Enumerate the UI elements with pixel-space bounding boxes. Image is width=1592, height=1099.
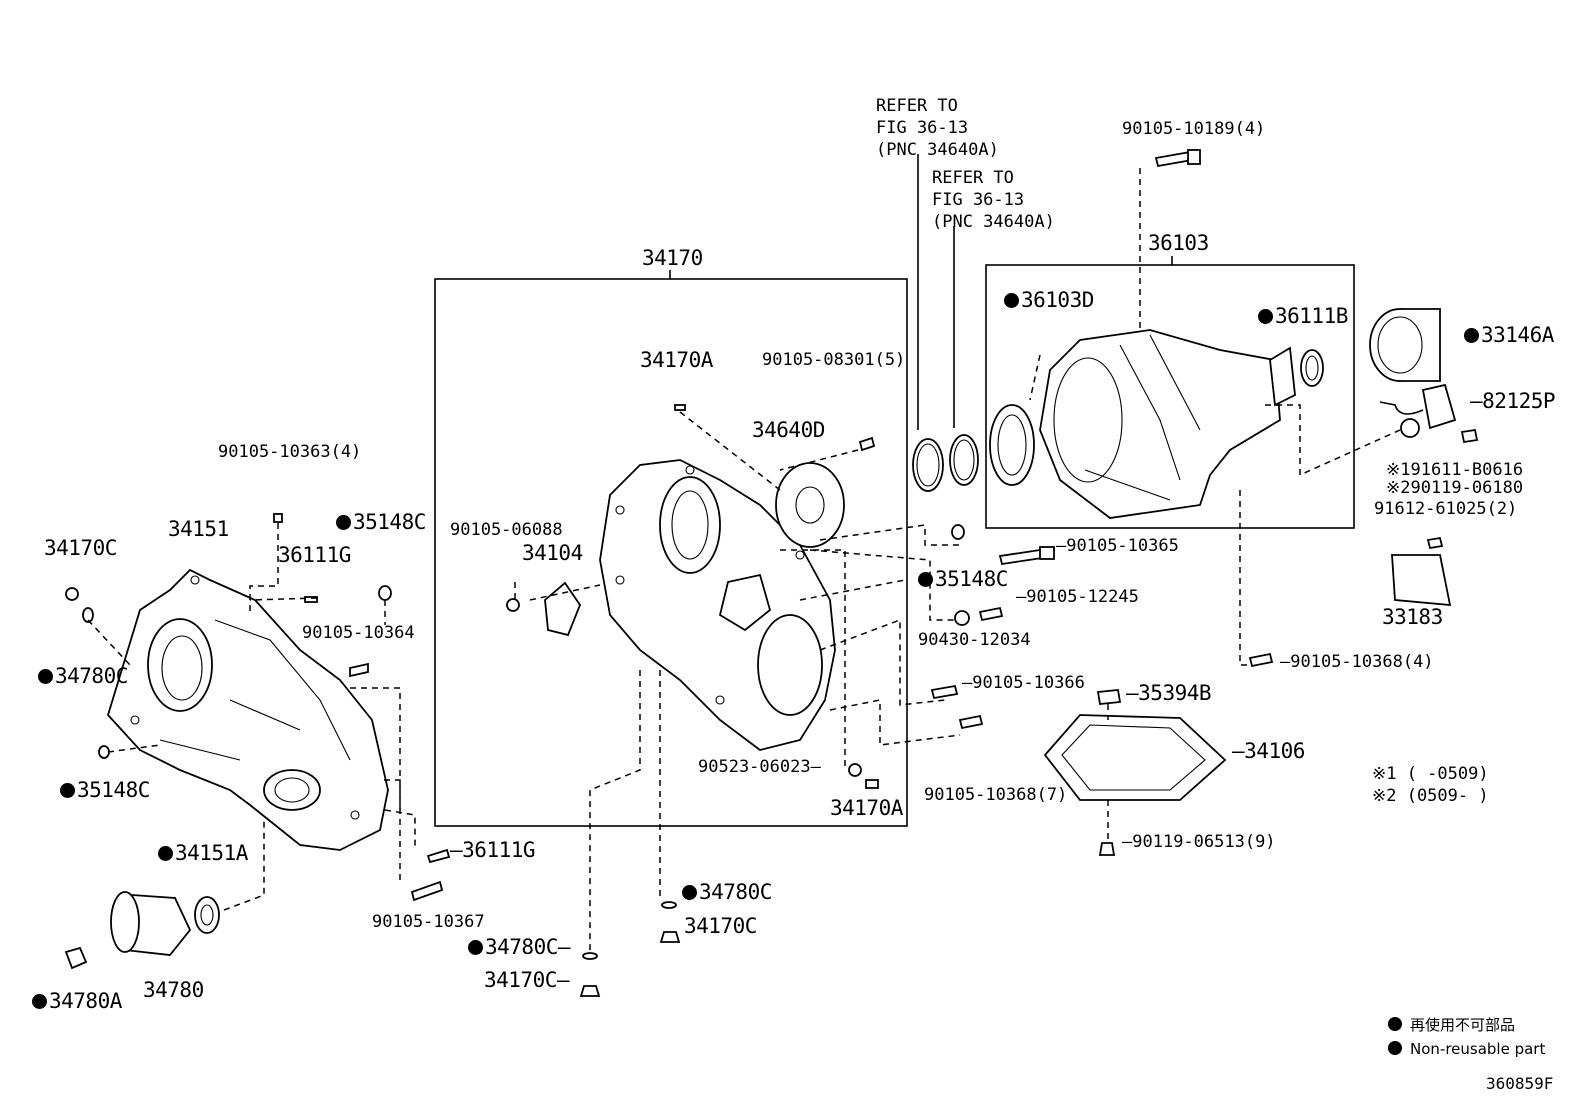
- non-reusable-icon: [918, 572, 933, 587]
- part-label-90105-10189[interactable]: 90105-10189(4): [1122, 119, 1266, 139]
- part-label-90105-10364[interactable]: 90105-10364: [302, 623, 415, 643]
- refer-note-2-line1: REFER TO: [932, 168, 1014, 188]
- part-label-36111G-top[interactable]: 36111G: [278, 543, 351, 567]
- part-label-34780[interactable]: 34780: [143, 978, 204, 1002]
- non-reusable-icon: [1464, 328, 1479, 343]
- part-label-34151[interactable]: 34151: [168, 517, 229, 541]
- part-label-35148C-mid[interactable]: 35148C: [918, 569, 1008, 590]
- non-reusable-icon: [682, 885, 697, 900]
- part-label-36111G-bot[interactable]: —36111G: [450, 838, 536, 862]
- part-label-34151A[interactable]: 34151A: [158, 843, 248, 864]
- non-reusable-icon: [60, 783, 75, 798]
- part-label-90105-10366[interactable]: —90105-10366: [962, 673, 1085, 693]
- non-reusable-icon: [32, 994, 47, 1009]
- center-group-box: [434, 278, 908, 827]
- part-label-33146A[interactable]: 33146A: [1464, 325, 1554, 346]
- part-label-90105-10365[interactable]: —90105-10365: [1056, 536, 1179, 556]
- note-2: ※2 (0509- ): [1372, 786, 1489, 806]
- part-label-90105-12245[interactable]: —90105-12245: [1016, 587, 1139, 607]
- part-label-35394B[interactable]: —35394B: [1126, 681, 1212, 705]
- part-label-36111B[interactable]: 36111B: [1258, 306, 1348, 327]
- non-reusable-icon: [38, 669, 53, 684]
- part-label-91612-61025[interactable]: 91612-61025(2): [1374, 499, 1518, 519]
- non-reusable-icon: [468, 940, 483, 955]
- part-label-33183[interactable]: 33183: [1382, 605, 1443, 629]
- right-group-box: [985, 264, 1355, 529]
- non-reusable-icon: [1258, 309, 1273, 324]
- note-1: ※1 ( -0509): [1372, 764, 1489, 784]
- extension-housing: [989, 329, 1324, 519]
- part-label-34780C-left[interactable]: 34780C: [38, 666, 128, 687]
- part-label-34170C-low[interactable]: 34170C—: [484, 968, 570, 992]
- part-label-90523-06023[interactable]: 90523-06023—: [698, 757, 821, 777]
- part-label-35148C-top[interactable]: 35148C: [336, 512, 426, 533]
- non-reusable-icon: [1388, 1041, 1402, 1055]
- transfer-case-rear-cover: [599, 459, 836, 751]
- non-reusable-icon: [1388, 1017, 1402, 1031]
- refer-note-1-line3: (PNC 34640A): [876, 140, 999, 160]
- refer-note-2-line3: (PNC 34640A): [932, 212, 1055, 232]
- part-label-90430-12034[interactable]: 90430-12034: [918, 630, 1031, 650]
- part-label-34170A-bot[interactable]: 34170A: [830, 796, 903, 820]
- part-label-34170C-left[interactable]: 34170C: [44, 536, 117, 560]
- refer-note-1-line2: FIG 36-13: [876, 118, 969, 138]
- part-label-34780C-mid[interactable]: 34780C: [682, 882, 772, 903]
- part-label-90119-06180[interactable]: ※290119-06180: [1386, 478, 1524, 498]
- part-label-90105-06088[interactable]: 90105-06088: [450, 520, 563, 540]
- part-label-90105-10363[interactable]: 90105-10363(4): [218, 442, 362, 462]
- box-label-36103[interactable]: 36103: [1148, 231, 1209, 255]
- part-label-34170A-top[interactable]: 34170A: [640, 348, 713, 372]
- part-label-82125P[interactable]: —82125P: [1470, 389, 1556, 413]
- part-label-35148C-left[interactable]: 35148C: [60, 780, 150, 801]
- part-label-90119-06513[interactable]: —90119-06513(9): [1122, 832, 1276, 852]
- transfer-case-front-housing: [106, 568, 389, 851]
- refer-note-1-line1: REFER TO: [876, 96, 958, 116]
- part-label-90105-10368-7[interactable]: 90105-10368(7): [924, 785, 1068, 805]
- non-reusable-icon: [336, 515, 351, 530]
- non-reusable-icon: [158, 846, 173, 861]
- box-label-34170[interactable]: 34170: [642, 246, 703, 270]
- part-label-90105-10368-4[interactable]: —90105-10368(4): [1280, 652, 1434, 672]
- part-label-34780C-low[interactable]: 34780C—: [468, 937, 571, 958]
- figure-id: 360859F: [1486, 1074, 1554, 1093]
- part-label-34104[interactable]: 34104: [522, 541, 583, 565]
- part-label-34780A[interactable]: 34780A: [32, 991, 122, 1012]
- part-label-34106[interactable]: —34106: [1232, 739, 1305, 763]
- part-label-34170C-mid[interactable]: 34170C: [684, 914, 757, 938]
- legend-row-jp: 再使用不可部品: [1388, 1014, 1515, 1035]
- non-reusable-icon: [1004, 293, 1019, 308]
- legend-row-en: Non-reusable part: [1388, 1040, 1545, 1058]
- part-label-91611-b0616[interactable]: ※191611-B0616: [1386, 460, 1524, 480]
- part-label-90105-10367[interactable]: 90105-10367: [372, 912, 485, 932]
- part-label-36103D[interactable]: 36103D: [1004, 290, 1094, 311]
- part-label-90105-08301[interactable]: 90105-08301(5): [762, 350, 906, 370]
- refer-note-2-line2: FIG 36-13: [932, 190, 1025, 210]
- part-label-34640D[interactable]: 34640D: [752, 418, 825, 442]
